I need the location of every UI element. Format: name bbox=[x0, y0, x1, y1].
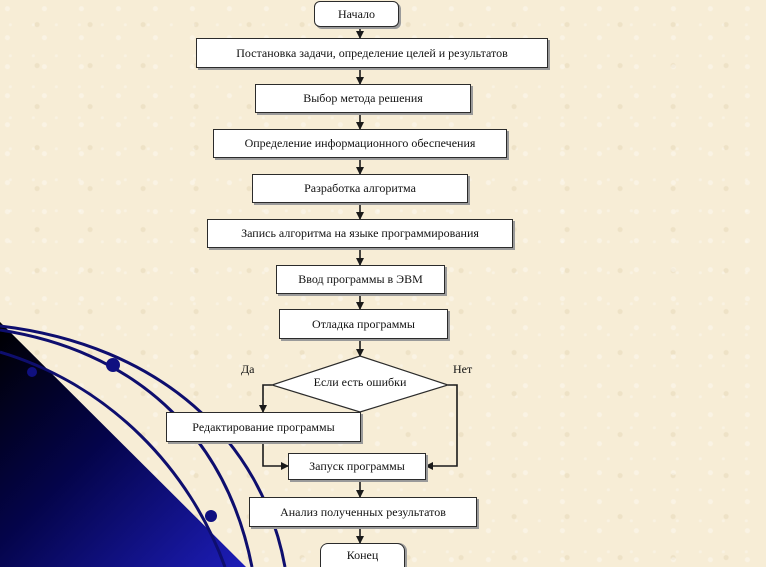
branch-yes-label: Да bbox=[241, 362, 255, 376]
problem-statement-node: Постановка задачи, определение целей и р… bbox=[196, 38, 548, 68]
branch-yes-connector bbox=[259, 384, 272, 413]
decorative-triangle bbox=[0, 322, 246, 567]
orbit-arc bbox=[0, 328, 254, 567]
start-node: Начало bbox=[314, 1, 399, 27]
planet-dot bbox=[205, 510, 217, 522]
edit-to-run-connector bbox=[262, 442, 289, 470]
program-input-node: Ввод программы в ЭВМ bbox=[276, 265, 445, 294]
algorithm-coding-node: Запись алгоритма на языке программирован… bbox=[207, 219, 513, 248]
branch-no-connector bbox=[425, 384, 458, 470]
run-program-node: Запуск программы bbox=[288, 453, 426, 480]
end-node: Конец bbox=[320, 543, 405, 567]
method-choice-node: Выбор метода решения bbox=[255, 84, 471, 113]
editing-node: Редактирование программы bbox=[166, 412, 361, 442]
debugging-node: Отладка программы bbox=[279, 309, 448, 339]
planet-dot bbox=[27, 367, 37, 377]
orbit-arc bbox=[0, 350, 227, 567]
results-analysis-node: Анализ полученных результатов bbox=[249, 497, 477, 527]
planet-dot bbox=[106, 358, 120, 372]
branch-no-label: Нет bbox=[453, 362, 473, 376]
algorithm-development-node: Разработка алгоритма bbox=[252, 174, 468, 203]
info-support-node: Определение информационного обеспечения bbox=[213, 129, 507, 158]
decision-label: Если есть ошибки bbox=[313, 375, 407, 389]
